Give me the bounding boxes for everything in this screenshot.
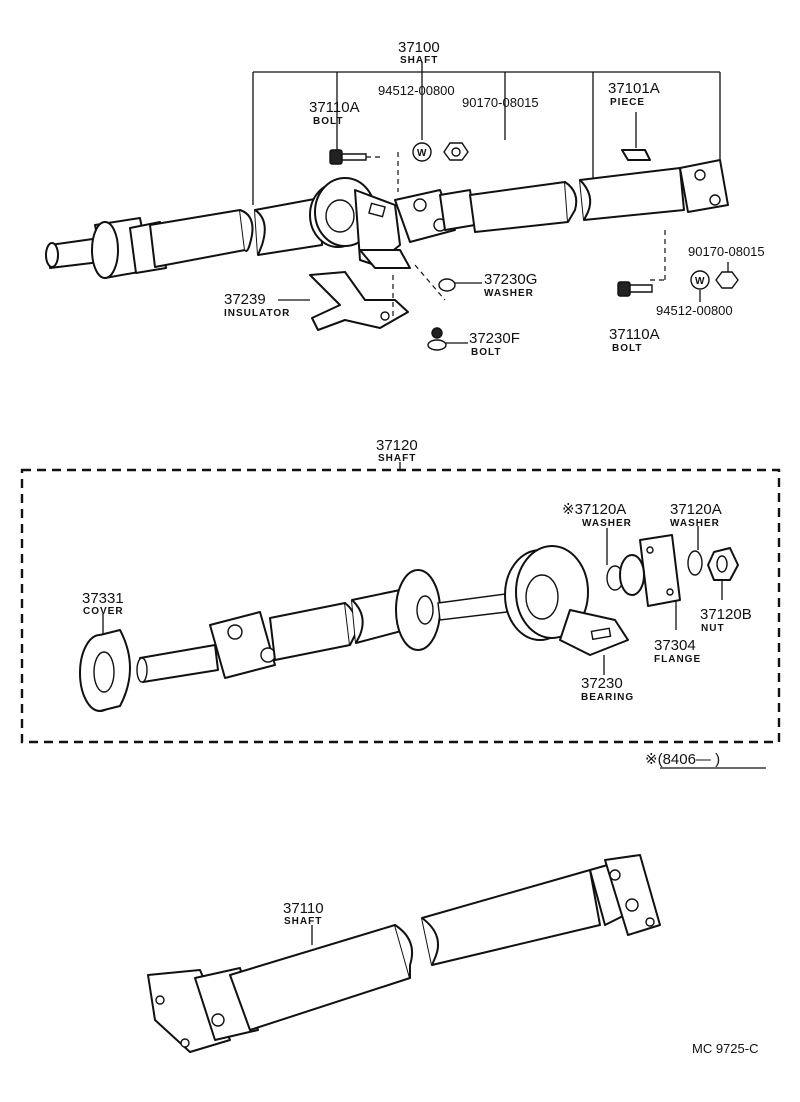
- nut-code-right: 90170-08015: [688, 244, 765, 259]
- nut-number: 37120B: [700, 606, 752, 623]
- flange-number: 37304: [654, 637, 696, 654]
- washer-icon-right: [690, 270, 710, 290]
- bolt-f-number: 37230F: [469, 330, 520, 347]
- washer-icon-flange: [687, 550, 703, 576]
- washer-g-name: WASHER: [484, 288, 534, 299]
- middle-shaft-assembly: [20, 462, 781, 744]
- shaft-37120-number: 37120: [376, 437, 418, 454]
- bolt-icon-right: [617, 281, 631, 297]
- insulator-number: 37239: [224, 291, 266, 308]
- insulator-name: INSULATOR: [224, 308, 290, 319]
- piece-icon: [621, 149, 651, 161]
- bearing-icon: [504, 545, 629, 656]
- nut-icon-right: [715, 271, 739, 289]
- flange-icon: [619, 534, 681, 607]
- washer-code-top: 94512-00800: [378, 83, 455, 98]
- bearing-number: 37230: [581, 675, 623, 692]
- shaft-37100-number: 37100: [398, 39, 440, 56]
- washer-g-number: 37230G: [484, 271, 537, 288]
- washer-g-icon: [438, 278, 456, 292]
- applicability-note: ※(8406― ): [645, 751, 720, 768]
- washer-name: WASHER: [670, 518, 720, 529]
- shaft-37100-name: SHAFT: [400, 55, 438, 66]
- shaft-37120-name: SHAFT: [378, 453, 416, 464]
- washer-icon: W: [412, 142, 432, 162]
- cover-number: 37331: [82, 590, 124, 607]
- nut-name: NUT: [701, 623, 725, 634]
- svg-text:W: W: [695, 276, 705, 287]
- bolt-f-name: BOLT: [471, 347, 501, 358]
- nut-icon-flange: [707, 547, 739, 581]
- piece-number: 37101A: [608, 80, 660, 97]
- insulator-icon: [309, 271, 409, 331]
- washer-star-number: ※37120A: [562, 501, 626, 518]
- piece-name: PIECE: [610, 97, 645, 108]
- shaft-37110-number: 37110: [283, 900, 324, 917]
- bolt-right-number: 37110A: [609, 326, 660, 343]
- bearing-name: BEARING: [581, 692, 634, 703]
- bolt-icon: [329, 149, 380, 165]
- washer-star-name: WASHER: [582, 518, 632, 529]
- top-shaft-assembly: W W: [45, 62, 739, 351]
- bolt-f-icon: [427, 327, 447, 351]
- bolt-left-number: 37110A: [309, 99, 360, 116]
- washer-code-right: 94512-00800: [656, 303, 733, 318]
- cover-name: COVER: [83, 606, 124, 617]
- nut-code-top: 90170-08015: [462, 95, 539, 110]
- bolt-left-name: BOLT: [313, 116, 343, 127]
- nut-icon: [443, 142, 469, 161]
- svg-text:W: W: [417, 148, 427, 159]
- washer-number: 37120A: [670, 501, 722, 518]
- bottom-shaft-assembly: [147, 854, 661, 1053]
- cover-icon: [79, 629, 131, 712]
- footer-code: MC 9725-C: [692, 1041, 758, 1056]
- bolt-right-name: BOLT: [612, 343, 642, 354]
- flange-name: FLANGE: [654, 654, 701, 665]
- shaft-37110-name: SHAFT: [284, 916, 322, 927]
